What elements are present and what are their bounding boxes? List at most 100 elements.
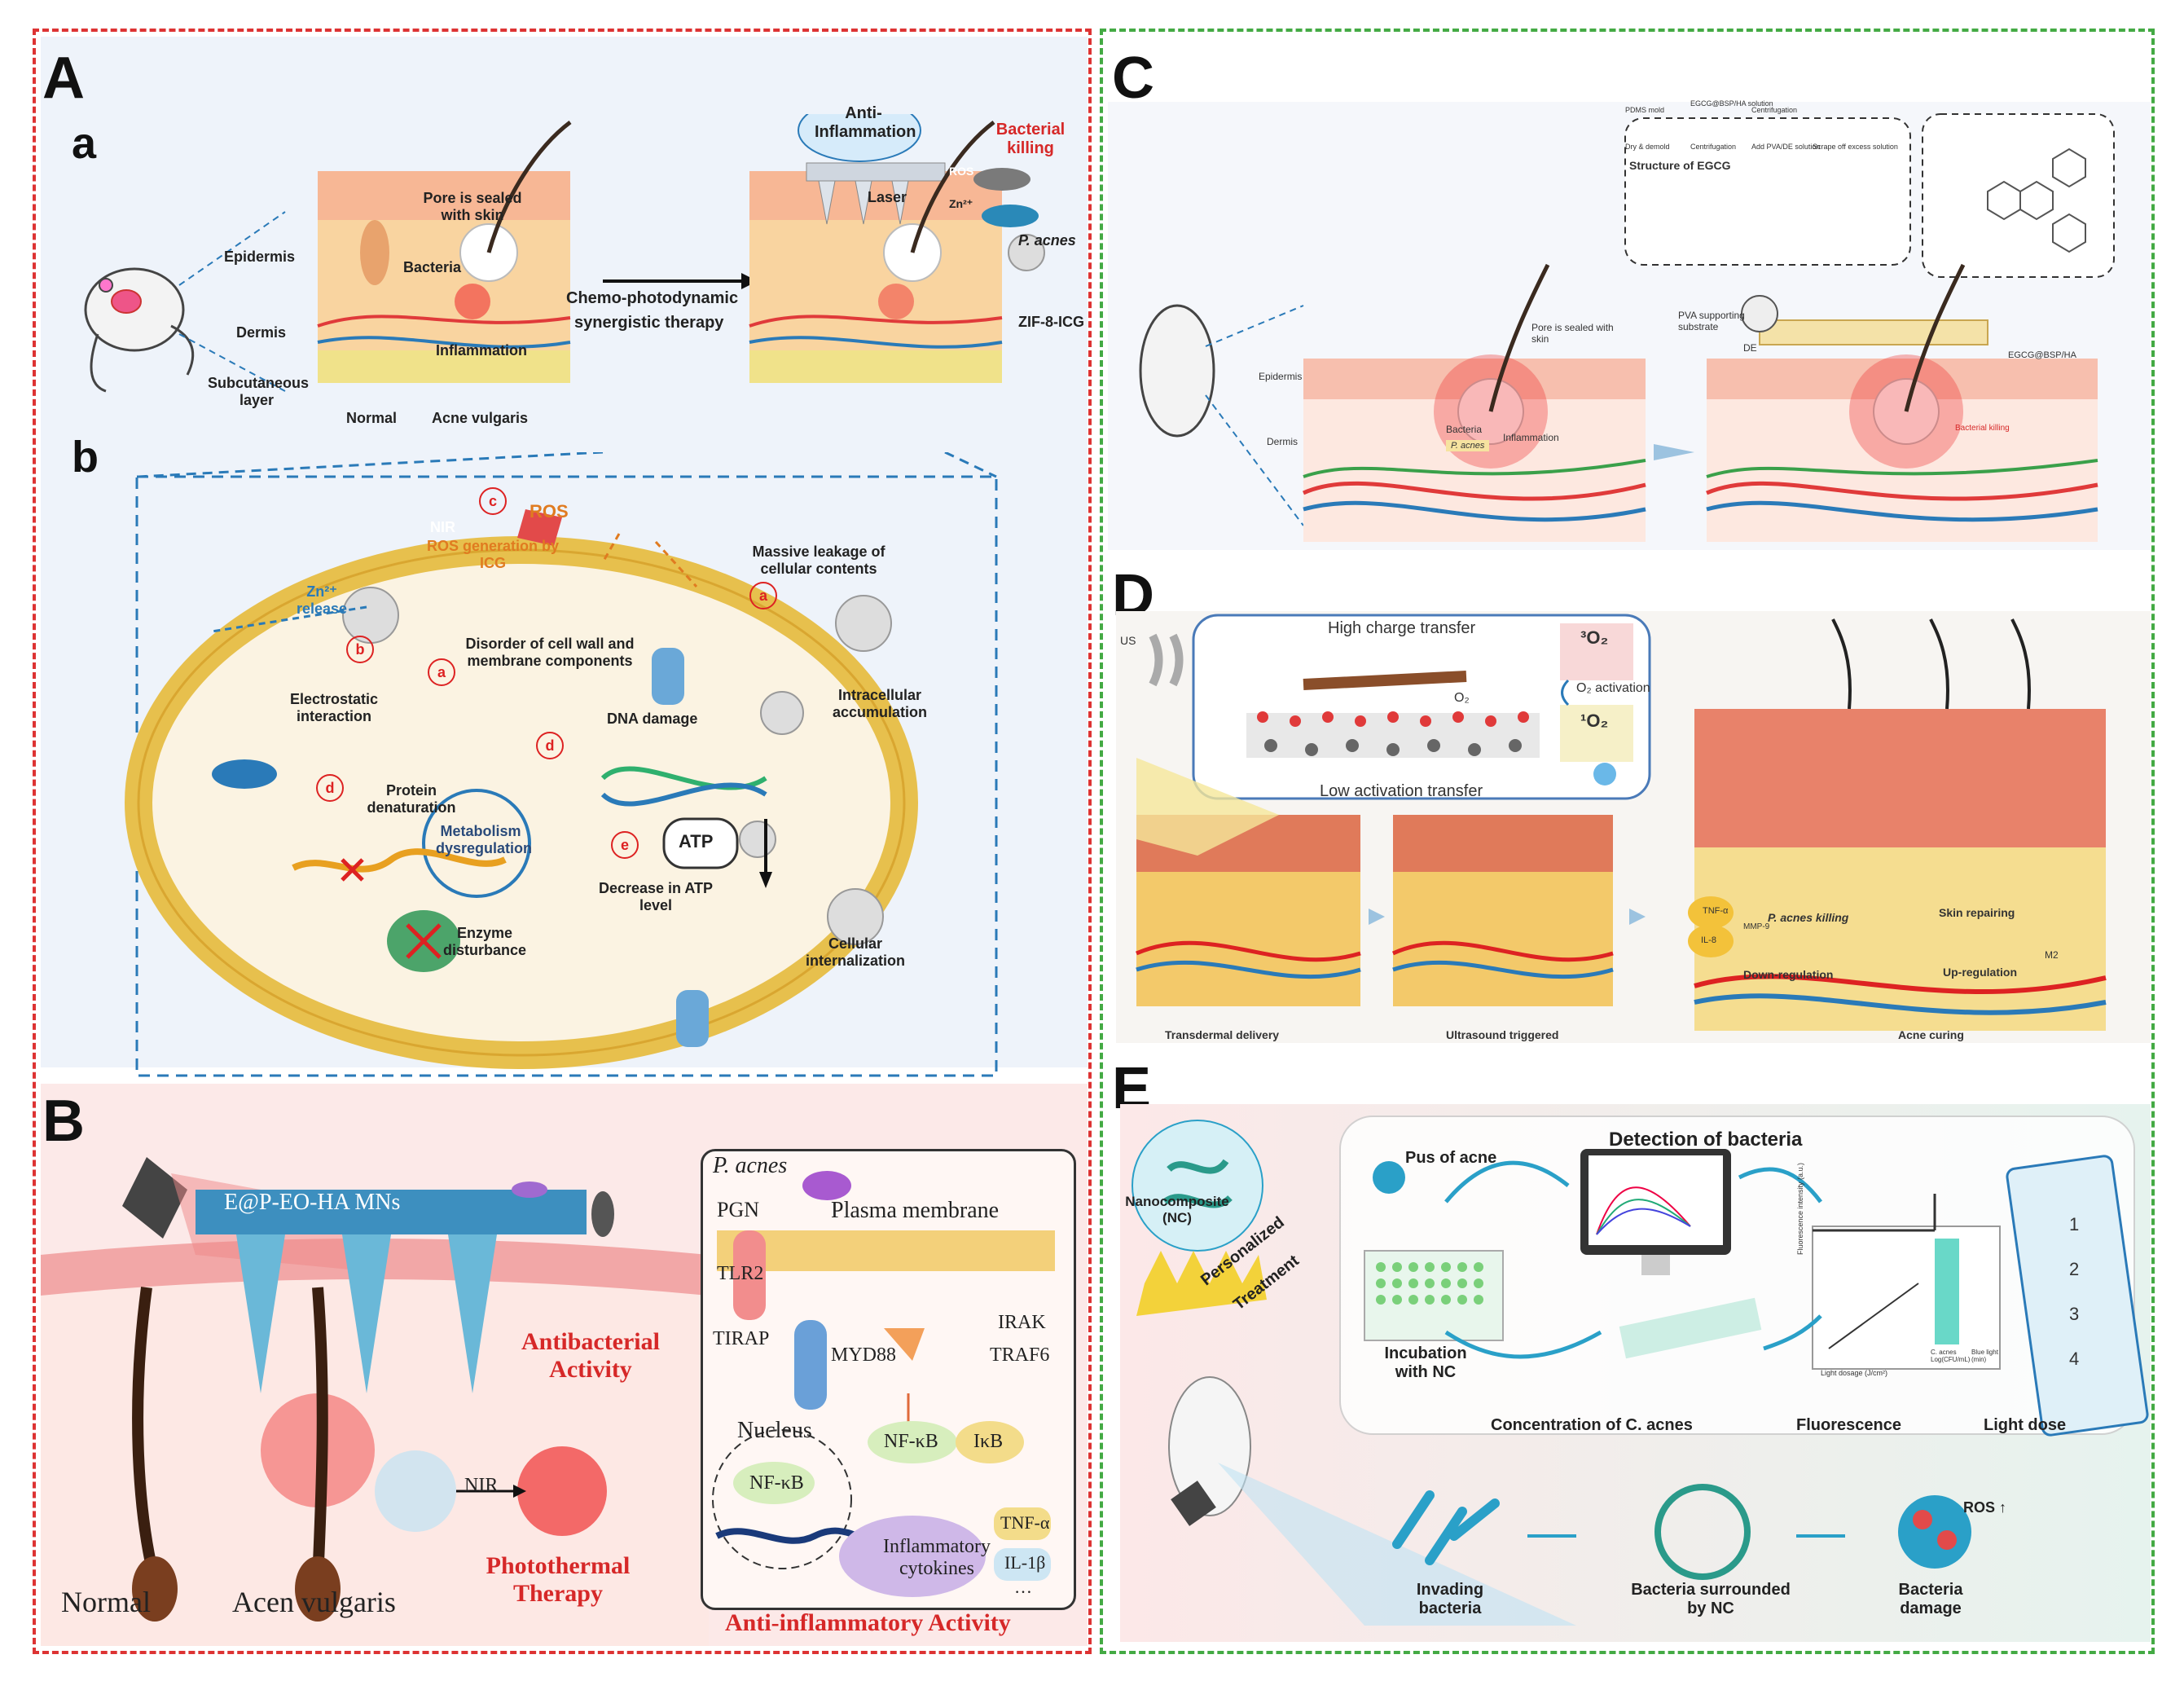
transdermal-label: Transdermal delivery <box>1165 1028 1280 1041</box>
p-acnes-killing-label: P. acnes killing <box>1768 911 1849 924</box>
mouse-icon <box>84 267 195 393</box>
process-step-5: Centrifugation <box>1690 143 1737 151</box>
il1b-label: IL-1β <box>1004 1552 1046 1573</box>
dots-label: … <box>1014 1577 1032 1597</box>
p-acnes-c-label: P. acnes <box>1446 440 1490 451</box>
nanocomposite-label: Nanocomposite (NC) <box>1125 1194 1229 1226</box>
nanocomposite-icon <box>1132 1120 1263 1252</box>
step-d-badge-2: d <box>316 774 344 802</box>
ultrasound-label: Ultrasound triggered <box>1446 1028 1559 1041</box>
plasma-membrane-label: Plasma membrane <box>831 1198 1000 1223</box>
zn-label: Zn²⁺ <box>949 197 973 210</box>
ikb-label: IκB <box>973 1431 1004 1452</box>
inflammation-label: Inflammation <box>436 342 528 359</box>
process-step-3: Centrifugation <box>1751 106 1798 114</box>
nir-label: NIR <box>430 519 455 535</box>
internalization-label: Cellular internalization <box>805 935 905 969</box>
atp-label: ATP <box>679 831 714 852</box>
de-label: DE <box>1743 342 1757 354</box>
detection-label: Detection of bacteria <box>1609 1129 1803 1151</box>
nucleus-label: Nucleus <box>737 1418 812 1443</box>
fluorescence-label: Fluorescence <box>1796 1416 1901 1434</box>
step-c-badge: c <box>479 487 507 515</box>
microneedle-illustration <box>41 1157 709 1646</box>
normal-b-label: Normal <box>61 1586 151 1618</box>
invading-label: Invading bacteria <box>1416 1581 1484 1617</box>
panel-c-letter: C <box>1112 46 1154 111</box>
laser-label: Laser <box>868 189 907 205</box>
protein-label: Protein denaturation <box>367 782 456 816</box>
ros-up-label: ROS ↑ <box>1963 1499 2007 1516</box>
pva-label: PVA supporting substrate <box>1678 310 1745 332</box>
electrostatic-label: Electrostatic interaction <box>289 691 379 724</box>
subcutaneous-label: Subcutaneous layer <box>208 375 310 408</box>
therapy-top-label: Chemo-photodynamic <box>566 289 739 307</box>
tnf-b-label: TNF-α <box>1000 1512 1050 1533</box>
process-step-7: Scrape off excess solution <box>1813 143 1898 151</box>
process-step-1: PDMS mold <box>1625 106 1665 114</box>
bacteria-icon <box>212 759 277 789</box>
colorbar-right-label: Blue light (min) <box>1971 1349 1998 1363</box>
ros-label: ROS <box>949 165 974 178</box>
p-acnes-b-label: P. acnes <box>713 1153 788 1178</box>
process-step-2: EGCG@BSP/HA solution <box>1690 99 1773 108</box>
traf6-label: TRAF6 <box>990 1344 1050 1366</box>
dermis-label: Dermis <box>236 324 287 341</box>
pgn-label: PGN <box>717 1198 760 1221</box>
normal-label: Normal <box>346 410 398 426</box>
panel-a-letter: A <box>42 46 85 111</box>
panel-e-illustration <box>1132 1116 2149 1626</box>
low-activation-label: Low activation transfer <box>1320 782 1483 800</box>
panel-a-b-border <box>33 29 1092 1654</box>
plasma-membrane <box>717 1230 1055 1271</box>
singlet-o2-label: ¹O₂ <box>1580 711 1609 731</box>
incubation-label: Incubation with NC <box>1384 1344 1467 1381</box>
egcg-structure-icon <box>1987 147 2086 253</box>
acne-b-label: Acen vulgaris <box>232 1586 396 1618</box>
zif-8-icg-label: ZIF-8-ICG <box>1018 314 1084 330</box>
flashlight-icon <box>122 1157 187 1239</box>
colorbar-left-label: C. acnes Log(CFU/mL) <box>1931 1349 1971 1363</box>
tlr2-label: TLR2 <box>717 1263 764 1284</box>
p-acnes-label: P. acnes <box>1018 232 1076 249</box>
down-regulation-label: Down-regulation <box>1743 968 1834 981</box>
up-regulation-label: Up-regulation <box>1943 966 2017 979</box>
bacteria-icon <box>982 205 1039 227</box>
treated-skin-block <box>749 121 1003 383</box>
mns-label: E@P-EO-HA MNs <box>224 1190 401 1215</box>
tirap-label: TIRAP <box>713 1328 770 1349</box>
checklist-item-1: 1 <box>2069 1214 2080 1234</box>
checklist-item-3: 3 <box>2069 1304 2080 1324</box>
zif-8-icg-icon <box>1008 234 1045 271</box>
egcg-structure-box <box>1922 113 2115 278</box>
enzyme-label: Enzyme disturbance <box>442 925 527 958</box>
massive-leakage-label: Massive leakage of cellular contents <box>752 543 885 577</box>
inflammatory-label: Inflammatory cytokines <box>883 1536 991 1579</box>
m2-label: M2 <box>2045 949 2059 961</box>
step-a-badge-2: a <box>428 658 455 686</box>
disorder-label: Disorder of cell wall and membrane compo… <box>465 636 635 669</box>
high-charge-label: High charge transfer <box>1328 619 1476 637</box>
myd88-label: MYD88 <box>831 1344 897 1366</box>
mouse-icon <box>1139 304 1215 438</box>
pathway-diagram <box>712 1171 1055 1597</box>
normal-skin-block <box>317 121 572 383</box>
pore-sealed-label: Pore is sealed with skin <box>423 190 522 223</box>
panel-a-skin-illustration <box>84 114 1045 393</box>
fluorescence-plot <box>1812 1226 2001 1370</box>
nir-b-label: NIR <box>464 1475 499 1496</box>
triplet-o2-label: ³O₂ <box>1580 627 1609 648</box>
anti-inflam-label: Anti-inflammatory Activity <box>725 1609 1011 1636</box>
inflammation-c-label: Inflammation <box>1503 432 1559 443</box>
decrease-atp-label: Decrease in ATP level <box>598 880 714 913</box>
o2-label: O₂ <box>1454 691 1470 705</box>
ros-generation-label: ROS generation by ICG <box>426 538 560 571</box>
us-label: US <box>1120 634 1136 647</box>
surrounded-label: Bacteria surrounded by NC <box>1631 1581 1791 1617</box>
o2-activation-label: O₂ activation <box>1576 681 1650 695</box>
step-d-badge-1: d <box>536 732 564 759</box>
egcg-structure-label: Structure of EGCG <box>1629 159 1731 172</box>
plot-ylabel: Fluorescence intensity (a.u.) <box>1796 1162 1804 1255</box>
p-acnes-icon <box>973 168 1030 191</box>
concentration-label: Concentration of C. acnes <box>1491 1416 1693 1434</box>
